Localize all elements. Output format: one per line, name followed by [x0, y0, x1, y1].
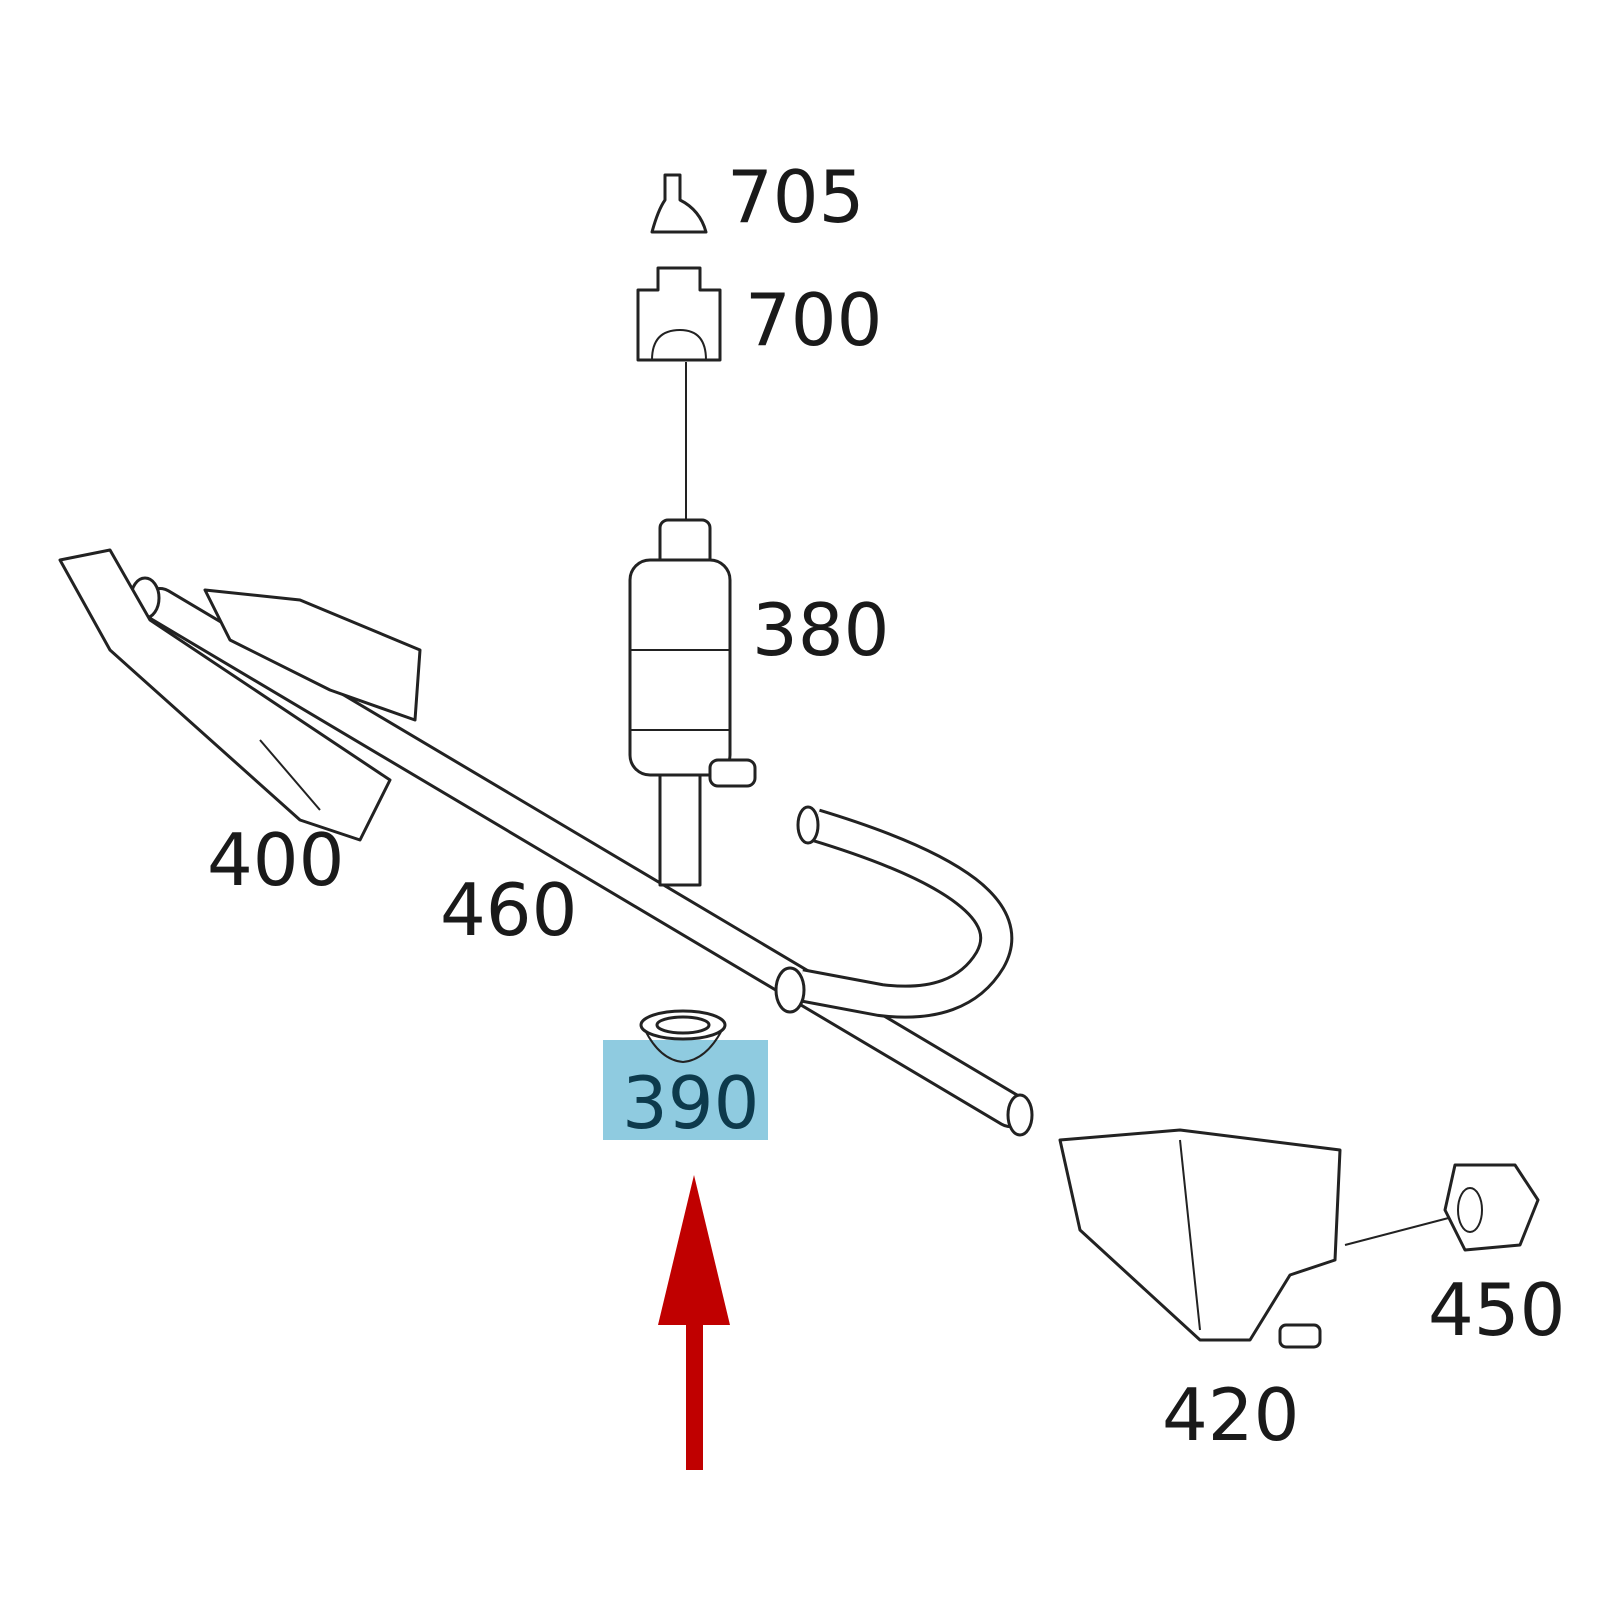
- part-705-cap[interactable]: [650, 173, 708, 234]
- part-380-pump[interactable]: [628, 518, 757, 887]
- pointer-arrow: [658, 1175, 730, 1470]
- part-390-grommet[interactable]: [639, 1009, 727, 1064]
- label-705: 705: [727, 155, 864, 239]
- label-700: 700: [745, 278, 882, 362]
- part-420-nozzle[interactable]: [1058, 1128, 1342, 1349]
- part-700-connector[interactable]: [636, 266, 722, 362]
- label-420: 420: [1162, 1373, 1299, 1457]
- part-460-hose[interactable]: [129, 576, 1034, 1137]
- label-450: 450: [1428, 1268, 1565, 1352]
- part-400-nozzle[interactable]: [58, 548, 422, 842]
- part-450-nut[interactable]: [1443, 1163, 1540, 1252]
- highlight-box-390: [603, 1040, 768, 1140]
- leader-line: [1344, 1214, 1461, 1246]
- label-390: 390: [622, 1061, 759, 1145]
- label-380: 380: [752, 588, 889, 672]
- label-400: 400: [207, 818, 344, 902]
- label-460: 460: [440, 868, 577, 952]
